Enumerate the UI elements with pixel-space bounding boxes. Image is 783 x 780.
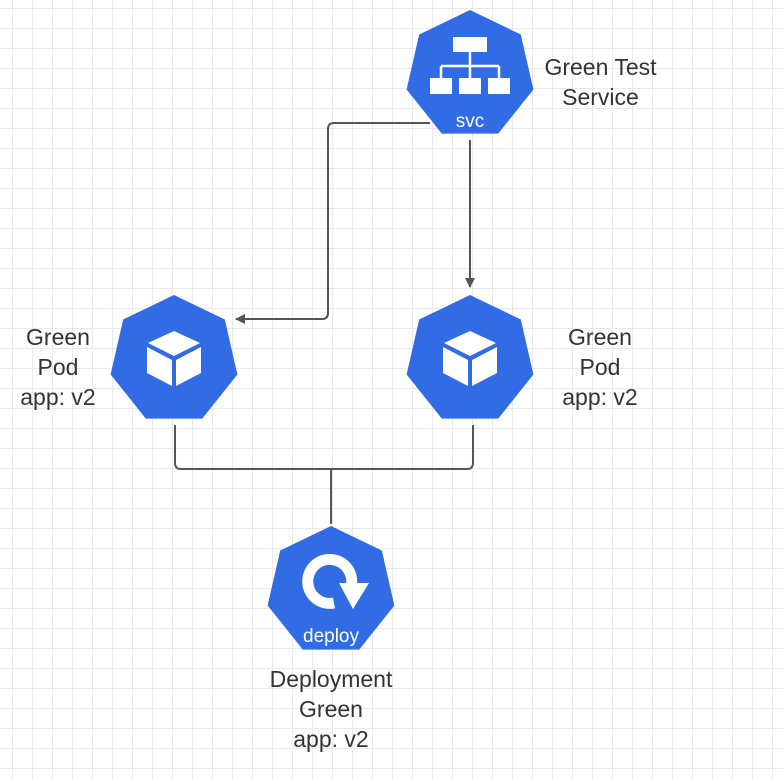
pod-left-label: Green Pod app: v2 — [6, 322, 110, 412]
connectors — [174, 122, 475, 524]
pod-right-label: Green Pod app: v2 — [548, 322, 652, 412]
network-hierarchy-icon — [430, 37, 510, 94]
pod-left-node[interactable] — [110, 295, 238, 419]
connector-service-to-pod-left[interactable] — [235, 122, 430, 324]
deployment-hexagon — [267, 526, 395, 650]
deployment-badge: deploy — [303, 626, 359, 647]
pod-right-label-line-3: app: v2 — [562, 384, 638, 410]
connector-pods-to-deployment[interactable] — [174, 425, 474, 524]
cube-icon — [147, 331, 201, 386]
pod-right-label-line-1: Green — [568, 324, 632, 350]
service-badge: svc — [456, 111, 485, 132]
cube-icon — [443, 331, 497, 386]
pod-left-label-line-1: Green — [26, 324, 90, 350]
pod-right-label-line-2: Pod — [579, 354, 621, 380]
pod-right-hexagon — [406, 295, 534, 419]
pod-left-label-line-2: Pod — [37, 354, 79, 380]
service-label-line-2: Service — [562, 84, 639, 110]
service-label-line-1: Green Test — [544, 54, 657, 80]
deployment-label-line-1: Deployment — [269, 666, 393, 692]
pod-right-node[interactable] — [406, 295, 534, 419]
refresh-arrow-icon — [302, 553, 369, 609]
deployment-node[interactable]: deploy — [267, 526, 395, 650]
deployment-label-line-2: Green — [299, 696, 363, 722]
deployment-label-line-3: app: v2 — [293, 726, 369, 752]
pod-left-label-line-3: app: v2 — [20, 384, 96, 410]
service-label: Green Test Service — [528, 52, 673, 112]
pod-left-hexagon — [110, 295, 238, 419]
service-node[interactable]: svc — [406, 10, 534, 134]
deployment-label: Deployment Green app: v2 — [246, 664, 416, 754]
